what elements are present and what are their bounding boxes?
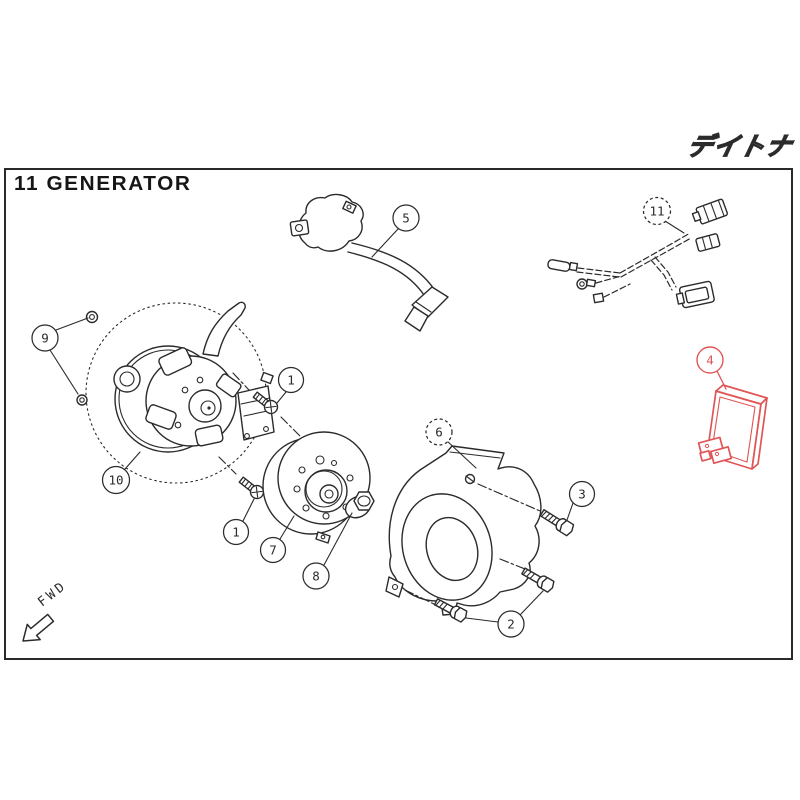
ignition-coil-drawing [289,193,449,332]
callout-3[interactable]: 3 [566,480,596,521]
svg-text:3: 3 [578,487,586,502]
svg-text:5: 5 [402,211,410,226]
svg-text:1: 1 [287,373,295,388]
callout-4[interactable]: 4 [696,346,727,390]
svg-text:7: 7 [269,543,277,558]
fwd-arrow: FWD [22,578,70,642]
screw-drawing-lower [218,456,265,500]
grommet-drawings [76,310,99,406]
callout-1-upper[interactable]: 1 [276,366,305,404]
svg-text:2: 2 [507,617,515,632]
callout-9[interactable]: 9 [31,317,89,395]
svg-text:8: 8 [312,569,320,584]
callout-8[interactable]: 8 [302,512,353,590]
callout-6[interactable]: 6 [425,418,477,469]
diagram-frame [4,168,793,660]
svg-text:6: 6 [435,425,443,440]
flywheel-rotor-drawing [262,431,371,544]
callout-5[interactable]: 5 [371,204,420,258]
svg-text:1: 1 [232,525,240,540]
callout-7[interactable]: 7 [259,515,295,564]
flywheel-nut-drawing [344,491,375,519]
callout-10[interactable]: 10 [101,451,141,495]
generator-cover-drawing [385,445,542,616]
callout-11[interactable]: 11 [642,196,685,234]
svg-text:4: 4 [706,353,714,368]
wiring-harness-drawing [547,198,729,309]
screw-drawing-upper [232,372,307,443]
svg-text:10: 10 [108,473,123,488]
fwd-label: FWD [35,578,70,610]
callout-1-lower[interactable]: 1 [222,498,255,546]
callout-2[interactable]: 2 [465,590,544,638]
cdi-unit-drawing [697,384,768,470]
svg-text:9: 9 [41,331,49,346]
stator-assembly-drawing [85,301,275,484]
bolt-drawing-3 [539,509,575,537]
page-title: 11 GENERATOR [14,173,192,195]
svg-text:11: 11 [649,204,664,219]
bolt-drawing-2b [433,598,468,623]
bolt-drawing-2a [521,567,555,593]
